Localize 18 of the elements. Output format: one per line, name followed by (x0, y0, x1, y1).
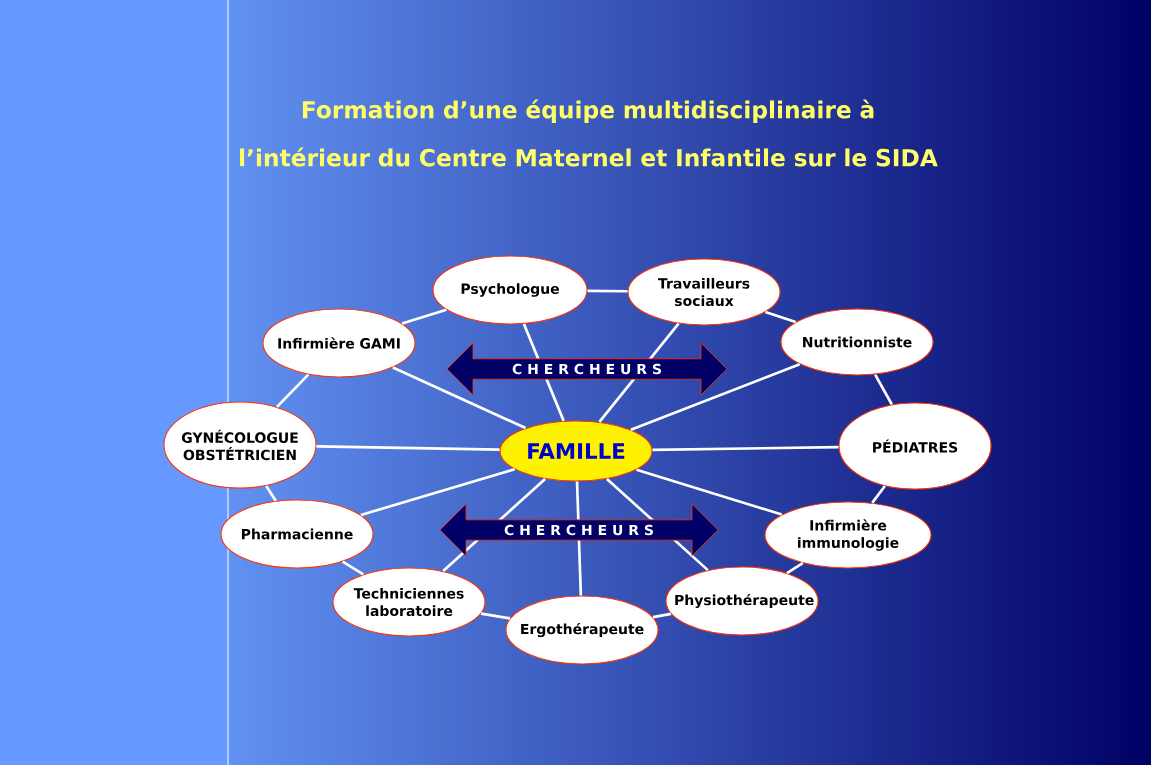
connector-line (786, 562, 804, 575)
connector-line (636, 468, 783, 516)
connector-line (276, 373, 310, 408)
connector-line (630, 363, 801, 431)
connector-line (341, 560, 365, 576)
connector-line (652, 445, 839, 452)
connector-line (316, 445, 500, 451)
connector-line (652, 612, 672, 619)
title: Formation d’une équipe multidisciplinaire à l’intérieur du Centre Maternel et Infantile sur le SIDA (240, 99, 938, 167)
connector-line (265, 485, 277, 502)
connector-line (871, 485, 886, 504)
connector-line (392, 366, 527, 430)
connector-line (360, 468, 516, 517)
connector-line (480, 612, 511, 620)
connector-line (401, 308, 447, 325)
connector-line (764, 310, 797, 324)
connector-line (587, 289, 628, 293)
connector-line (874, 373, 894, 406)
